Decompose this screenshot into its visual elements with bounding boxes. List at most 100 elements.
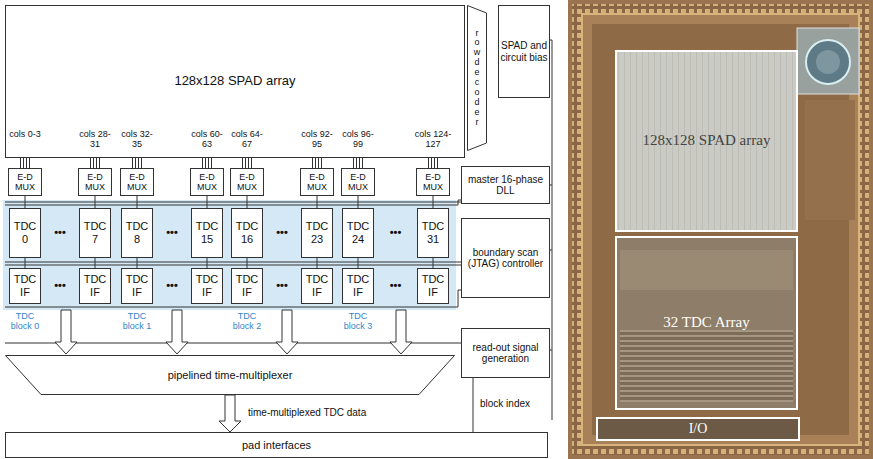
- column-label: cols 92-95: [297, 130, 337, 150]
- chip-photo: [568, 0, 873, 459]
- tdc-if-box: TDC IF: [301, 268, 333, 304]
- node-text: E-D MUX: [191, 172, 223, 193]
- ellipsis: •••: [44, 226, 76, 238]
- column-label: cols 64-67: [227, 130, 267, 150]
- connector: [433, 196, 434, 208]
- tdc-box: TDC 0: [9, 208, 41, 258]
- photo-region: 32 TDC Array: [615, 236, 798, 410]
- connector: [473, 378, 474, 432]
- node-text: boundary scan (JTAG) controller: [462, 247, 549, 270]
- tdc-if-box: TDC IF: [191, 268, 223, 304]
- connector: [207, 258, 208, 268]
- pad-interface-box: pad interfaces: [5, 432, 548, 458]
- column-label: cols 96-99: [338, 130, 378, 150]
- node-text: TDC 16: [234, 220, 260, 245]
- connector: [137, 258, 138, 268]
- tdc-if-box: TDC IF: [121, 268, 153, 304]
- ellipsis: •••: [266, 279, 298, 291]
- node-text: TDC IF: [12, 273, 38, 298]
- node-text: E-D MUX: [301, 172, 333, 193]
- mux-box: E-D MUX: [341, 168, 375, 196]
- node-text: TDC IF: [304, 273, 330, 298]
- ellipsis: •••: [44, 279, 76, 291]
- column-label: cols 124-127: [413, 130, 453, 150]
- node-text: E-D MUX: [121, 172, 153, 193]
- connector: [25, 258, 26, 268]
- column-label: cols 32-35: [117, 130, 157, 150]
- node-text: TDC 23: [304, 220, 330, 245]
- connector: [95, 258, 96, 268]
- tdc-if-box: TDC IF: [342, 268, 374, 304]
- bias-box: SPAD and circuit bias: [498, 5, 550, 98]
- node-text: TDC 24: [345, 220, 371, 245]
- column-label: cols 0-3: [5, 130, 45, 140]
- mux-box: E-D MUX: [190, 168, 224, 196]
- node-text: E-D MUX: [342, 172, 374, 193]
- node-text: read-out signal generation: [462, 342, 549, 365]
- connector: [25, 196, 26, 208]
- mux-box: E-D MUX: [120, 168, 154, 196]
- tdc-if-box: TDC IF: [79, 268, 111, 304]
- node-text: TDC IF: [234, 273, 260, 298]
- node-text: TDC IF: [420, 273, 446, 298]
- tdc-box: TDC 23: [301, 208, 333, 258]
- ellipsis: •••: [156, 226, 188, 238]
- connector: [137, 196, 138, 208]
- row-decoder: row decoder: [467, 5, 487, 151]
- block-label: TDC block 3: [340, 312, 376, 332]
- mux-box: E-D MUX: [300, 168, 334, 196]
- connector: [207, 196, 208, 208]
- node-text: TDC 8: [124, 220, 150, 245]
- tdc-box: TDC 15: [191, 208, 223, 258]
- tdc-if-box: TDC IF: [9, 268, 41, 304]
- node-text: pipelined time-multiplexer: [168, 369, 293, 382]
- connector: [247, 258, 248, 268]
- tdc-if-box: TDC IF: [231, 268, 263, 304]
- tdc-box: TDC 16: [231, 208, 263, 258]
- mux-box: E-D MUX: [416, 168, 450, 196]
- node-text: TDC IF: [194, 273, 220, 298]
- node-text: row decoder: [474, 29, 481, 128]
- node-text: TDC IF: [124, 273, 150, 298]
- node-text: TDC 15: [194, 220, 220, 245]
- tdc-box: TDC 7: [79, 208, 111, 258]
- connector: [358, 258, 359, 268]
- connector: [317, 196, 318, 208]
- block-label: TDC block 1: [119, 312, 155, 332]
- mux-box: E-D MUX: [230, 168, 264, 196]
- readout-box: read-out signal generation: [461, 328, 550, 378]
- node-text: master 16-phase DLL: [462, 174, 549, 197]
- jtag-box: boundary scan (JTAG) controller: [461, 218, 550, 298]
- connector: [433, 258, 434, 268]
- connector-label: block index: [478, 398, 532, 409]
- node-text: 128x128 SPAD array: [643, 132, 771, 149]
- photo-region: 128x128 SPAD array: [615, 50, 798, 232]
- node-text: I/O: [689, 421, 708, 437]
- block-label: TDC block 2: [229, 312, 265, 332]
- node-text: TDC IF: [345, 273, 371, 298]
- mux-box: E-D MUX: [78, 168, 112, 196]
- ellipsis: •••: [266, 226, 298, 238]
- multiplexer: pipelined time-multiplexer: [5, 355, 455, 395]
- tdc-if-box: TDC IF: [417, 268, 449, 304]
- node-text: TDC 31: [420, 220, 446, 245]
- connector: [317, 258, 318, 268]
- block-label: TDC block 0: [7, 312, 43, 332]
- connector: [219, 395, 241, 432]
- tdc-box: TDC 31: [417, 208, 449, 258]
- node-text: E-D MUX: [417, 172, 449, 193]
- photo-region: I/O: [596, 417, 800, 441]
- tdc-band: [3, 200, 456, 310]
- node-text: E-D MUX: [231, 172, 263, 193]
- node-text: TDC IF: [82, 273, 108, 298]
- column-label: cols 28-31: [75, 130, 115, 150]
- ellipsis: •••: [156, 279, 188, 291]
- tdc-box: TDC 8: [121, 208, 153, 258]
- connector: [95, 196, 96, 208]
- node-text: 32 TDC Array: [663, 314, 749, 331]
- ellipsis: •••: [380, 279, 412, 291]
- node-text: E-D MUX: [79, 172, 111, 193]
- node-text: E-D MUX: [9, 172, 41, 193]
- connector-label: time-multiplexed TDC data: [246, 407, 368, 418]
